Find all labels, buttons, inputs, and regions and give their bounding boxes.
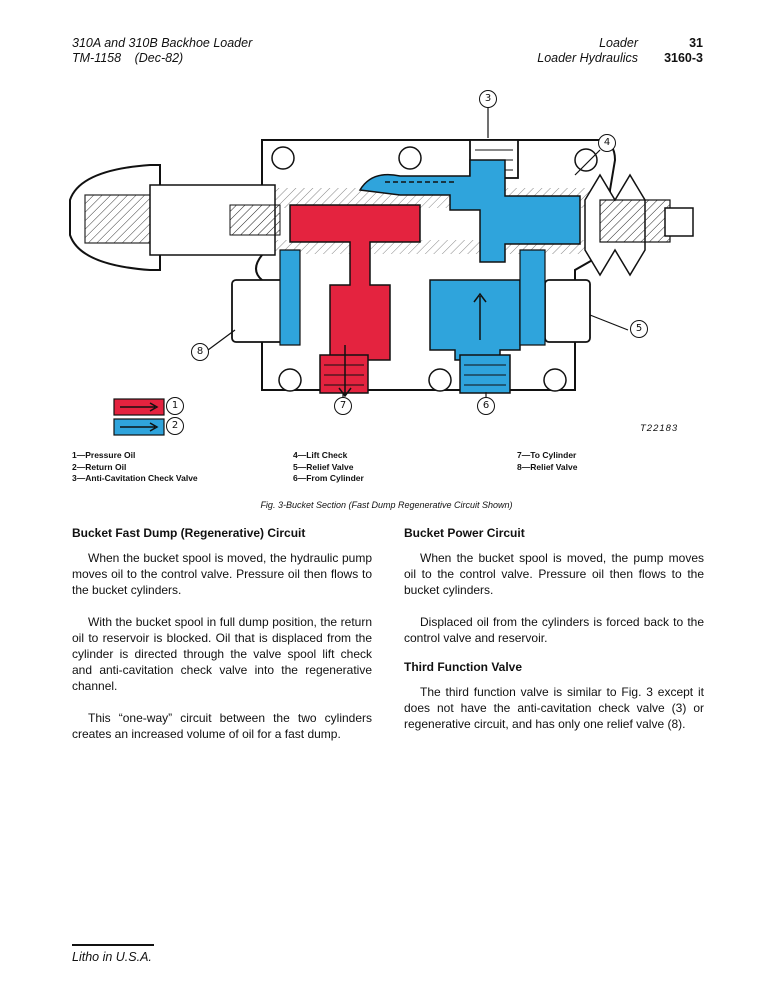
manual-date: (Dec-82) xyxy=(134,51,184,65)
header-page: 31 3160-3 xyxy=(640,36,703,66)
legend-col-2: 4—Lift Check 5—Relief Valve 6—From Cylin… xyxy=(293,450,473,485)
legend-item: 4—Lift Check xyxy=(293,450,348,460)
footer-text: Litho in U.S.A. xyxy=(72,950,152,964)
left-column: Bucket Fast Dump (Regenerative) Circuit … xyxy=(72,526,372,742)
right-column: Bucket Power Circuit When the bucket spo… xyxy=(404,526,704,732)
key-1: 1 xyxy=(166,397,184,415)
section-title: Loader xyxy=(599,36,638,50)
callout-4: 4 xyxy=(598,134,616,152)
manual-title: 310A and 310B Backhoe Loader xyxy=(72,36,253,50)
section-heading: Bucket Power Circuit xyxy=(404,526,525,540)
legend-col-1: 1—Pressure Oil 2—Return Oil 3—Anti-Cavit… xyxy=(72,450,272,485)
callout-6: 6 xyxy=(477,397,495,415)
header-right: Loader Loader Hydraulics xyxy=(520,36,638,66)
key-2: 2 xyxy=(166,417,184,435)
figure-caption: Fig. 3-Bucket Section (Fast Dump Regener… xyxy=(260,500,513,510)
figure-tag: T22183 xyxy=(640,423,679,434)
tm-number: TM-1158 xyxy=(72,51,122,65)
legend-col-3: 7—To Cylinder 8—Relief Valve xyxy=(517,450,697,473)
paragraph: The third function valve is similar to F… xyxy=(404,685,704,731)
paragraph: This “one-way” circuit between the two c… xyxy=(72,711,372,741)
header-left: 310A and 310B Backhoe Loader TM-1158 (De… xyxy=(72,36,252,66)
section-heading: Bucket Fast Dump (Regenerative) Circuit xyxy=(72,526,306,540)
paragraph: When the bucket spool is moved, the pump… xyxy=(404,551,704,597)
legend-item: 3—Anti-Cavitation Check Valve xyxy=(72,473,198,483)
manual-number: TM-1158 (Dec-82) xyxy=(72,51,252,66)
paragraph: When the bucket spool is moved, the hydr… xyxy=(72,551,372,597)
callout-5: 5 xyxy=(630,320,648,338)
section-heading: Third Function Valve xyxy=(404,660,523,674)
footer-rule xyxy=(72,944,154,946)
callout-7: 7 xyxy=(334,397,352,415)
section-code: 3160-3 xyxy=(664,51,703,65)
bucket-valve-diagram xyxy=(69,106,694,436)
group-title: Loader Hydraulics xyxy=(537,51,638,65)
legend-item: 7—To Cylinder xyxy=(517,450,577,460)
legend-item: 1—Pressure Oil xyxy=(72,450,136,460)
legend-item: 8—Relief Valve xyxy=(517,461,578,472)
page-number: 31 xyxy=(689,36,703,50)
legend-item: 6—From Cylinder xyxy=(293,473,364,483)
callout-8: 8 xyxy=(191,343,209,361)
legend-item: 2—Return Oil xyxy=(72,461,127,472)
paragraph: With the bucket spool in full dump posit… xyxy=(72,615,372,693)
legend-item: 5—Relief Valve xyxy=(293,461,354,472)
callout-3: 3 xyxy=(479,90,497,108)
paragraph: Displaced oil from the cylinders is forc… xyxy=(404,615,704,645)
